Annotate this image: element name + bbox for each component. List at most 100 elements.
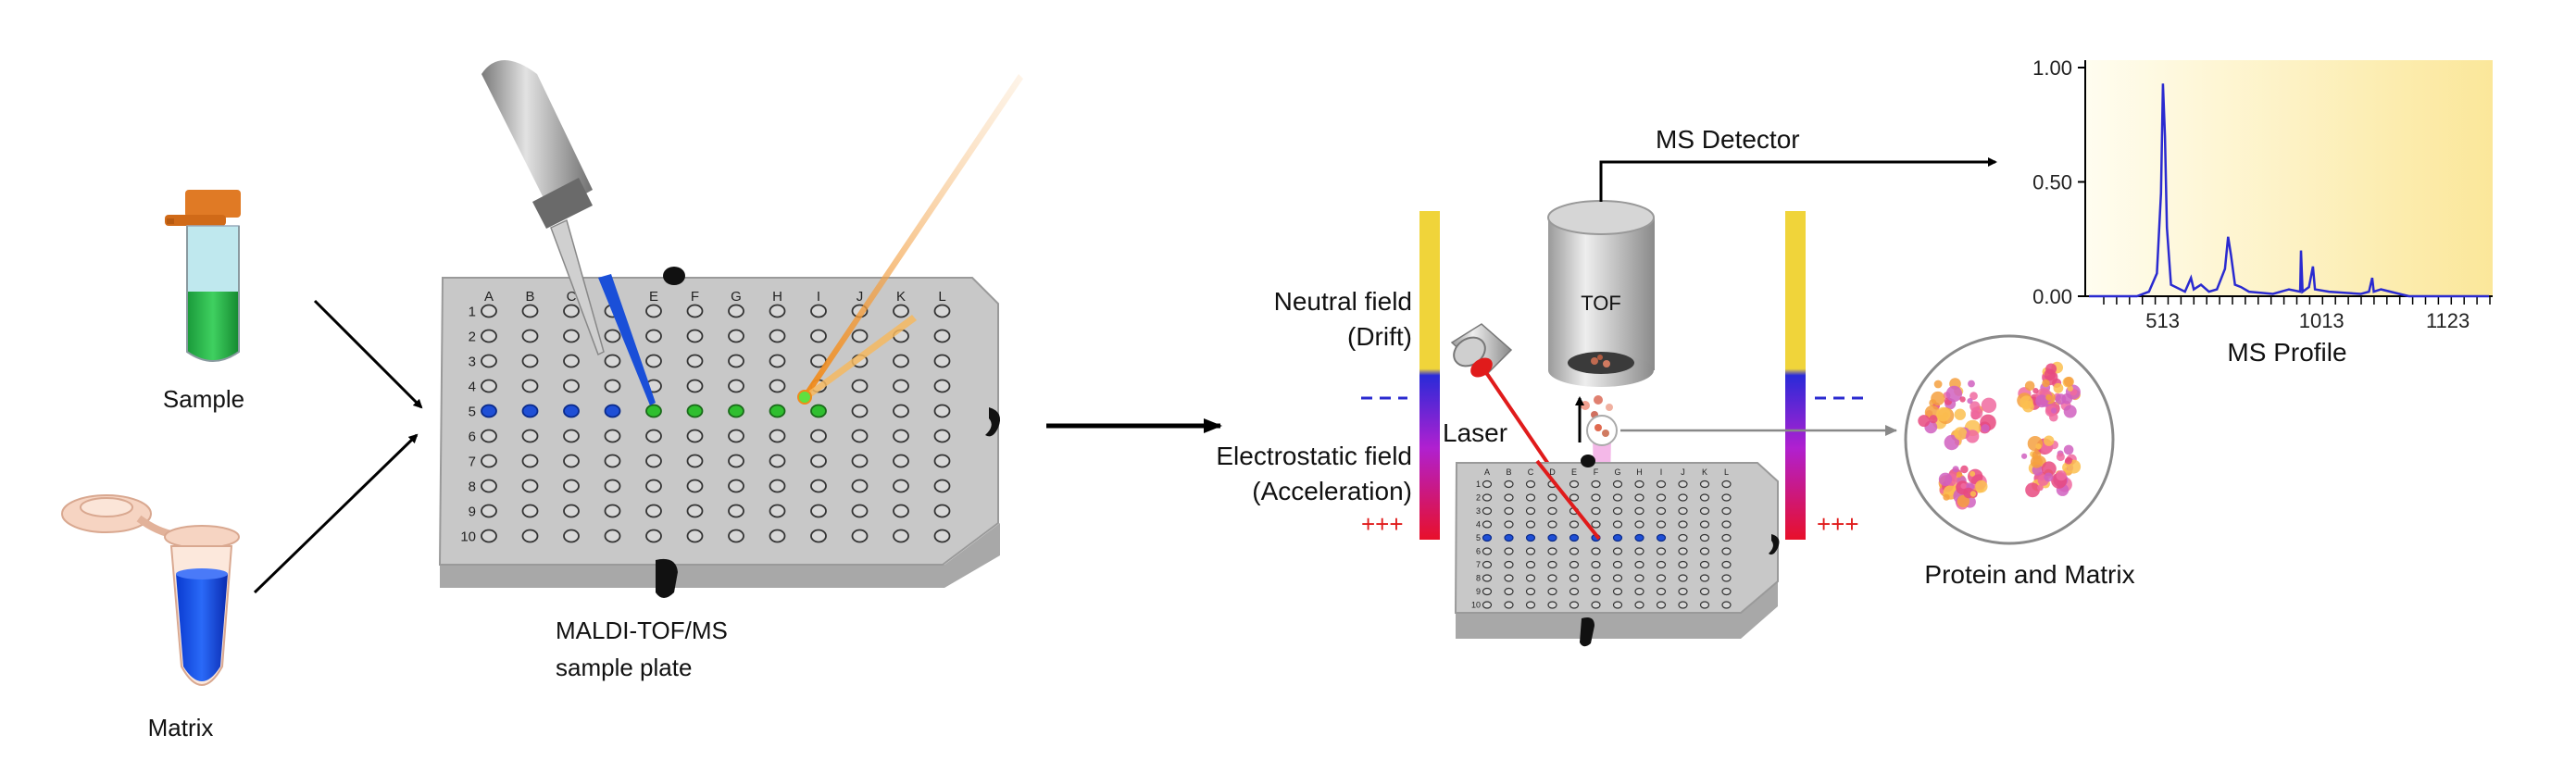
plate-well bbox=[1612, 560, 1623, 569]
plate-well bbox=[1678, 574, 1688, 582]
plate-well bbox=[686, 479, 704, 493]
plate-column-label: H bbox=[1636, 467, 1643, 477]
plate-column-label: G bbox=[1614, 467, 1620, 477]
plate-well bbox=[563, 479, 580, 493]
plate-well bbox=[933, 529, 951, 543]
detector-arrow bbox=[1599, 157, 1997, 202]
plate-well bbox=[728, 304, 744, 318]
plate-row-label: 1 bbox=[1476, 480, 1481, 489]
matrix-to-plate-arrow bbox=[253, 433, 419, 594]
plate-well bbox=[769, 354, 786, 368]
plate-well bbox=[810, 304, 827, 318]
plate-well bbox=[933, 429, 951, 443]
plate-row-label: 4 bbox=[1476, 520, 1481, 530]
plate-well bbox=[1656, 480, 1667, 489]
plate-well bbox=[1678, 493, 1688, 502]
plate-well bbox=[1591, 520, 1601, 529]
spectrum-series bbox=[2089, 83, 2489, 298]
protein-particle bbox=[2056, 470, 2067, 481]
plate-well bbox=[1547, 601, 1557, 609]
protein-particle bbox=[2035, 394, 2049, 408]
plate-column-label: L bbox=[1724, 467, 1729, 477]
plate-well bbox=[521, 454, 539, 468]
plate-row-label: 7 bbox=[469, 454, 476, 469]
plate-well bbox=[686, 304, 704, 318]
plate-well bbox=[893, 504, 909, 518]
tof-label: TOF bbox=[1581, 292, 1621, 315]
plate-well bbox=[728, 479, 744, 493]
plate-column-label: K bbox=[896, 289, 906, 305]
plate-well bbox=[645, 354, 662, 368]
plate-row-label: 2 bbox=[1476, 493, 1481, 503]
plate-well bbox=[1656, 506, 1667, 516]
plate-well bbox=[1721, 506, 1732, 516]
plate-well bbox=[686, 404, 704, 418]
plate-well bbox=[1504, 520, 1514, 529]
plate-row-label: 10 bbox=[1471, 601, 1481, 610]
plate-well bbox=[1482, 533, 1493, 542]
plate-well bbox=[1634, 574, 1644, 582]
plate-well bbox=[1656, 574, 1667, 582]
plate-well bbox=[481, 379, 497, 393]
plate-well bbox=[1656, 533, 1667, 542]
protein-particle bbox=[1959, 396, 1966, 403]
protein-particle bbox=[2041, 461, 2057, 477]
plate-well bbox=[1569, 520, 1580, 529]
protein-particle bbox=[2056, 453, 2065, 462]
plate-well bbox=[481, 354, 497, 368]
protein-particle bbox=[1943, 493, 1950, 501]
protein-particle bbox=[2063, 444, 2074, 455]
plate-well bbox=[1525, 520, 1536, 529]
plate-well bbox=[645, 479, 662, 493]
plate-well bbox=[933, 404, 951, 418]
protein-particle bbox=[1975, 480, 1988, 493]
plate-well bbox=[1504, 560, 1514, 569]
plate-well bbox=[1525, 493, 1536, 502]
plate-well bbox=[521, 429, 539, 443]
protein-particle bbox=[1981, 424, 1990, 432]
plate-well bbox=[1656, 520, 1667, 529]
plate-column-label: C bbox=[567, 289, 577, 305]
plate-well bbox=[1591, 601, 1601, 609]
plate-well bbox=[1656, 547, 1667, 555]
plate-well bbox=[686, 454, 704, 468]
protein-particle bbox=[2030, 455, 2043, 468]
plate-column-label: J bbox=[857, 289, 864, 305]
plate-well bbox=[1525, 601, 1536, 609]
small-plate-clip-bottom bbox=[1580, 617, 1594, 647]
protein-particle bbox=[1960, 482, 1967, 490]
plate-row-label: 6 bbox=[469, 429, 476, 444]
sample-to-plate-arrow bbox=[313, 299, 423, 409]
plate-well bbox=[1678, 587, 1688, 596]
plate-well bbox=[810, 504, 827, 518]
plate-well bbox=[1678, 601, 1688, 609]
plate-well bbox=[769, 404, 786, 418]
plate-well bbox=[563, 354, 580, 368]
plate-well bbox=[481, 454, 497, 468]
y-tick-label: 0.00 bbox=[2032, 285, 2072, 308]
plate-well bbox=[728, 454, 744, 468]
plate-well bbox=[686, 354, 704, 368]
plate-well bbox=[1721, 587, 1732, 596]
plate-well bbox=[1591, 506, 1601, 516]
plate-well bbox=[686, 429, 704, 443]
protein-particle bbox=[1929, 415, 1938, 424]
plate-well bbox=[1634, 520, 1644, 529]
plate-well bbox=[1525, 574, 1536, 582]
plate-well bbox=[1634, 533, 1644, 542]
plate-well bbox=[604, 379, 621, 393]
field-gradient-left bbox=[1419, 211, 1440, 540]
plate-well bbox=[521, 404, 539, 418]
plate-well bbox=[563, 329, 580, 343]
plate-column-label: I bbox=[817, 289, 820, 305]
plate-well bbox=[851, 429, 869, 443]
plate-well bbox=[1591, 547, 1601, 555]
protein-particle bbox=[2064, 376, 2074, 387]
plate-well bbox=[851, 454, 869, 468]
protein-particle bbox=[1933, 380, 1943, 389]
protein-particle bbox=[2065, 456, 2072, 465]
plate-well bbox=[728, 379, 744, 393]
plate-column-label: C bbox=[1528, 467, 1534, 477]
plate-well bbox=[563, 304, 580, 318]
